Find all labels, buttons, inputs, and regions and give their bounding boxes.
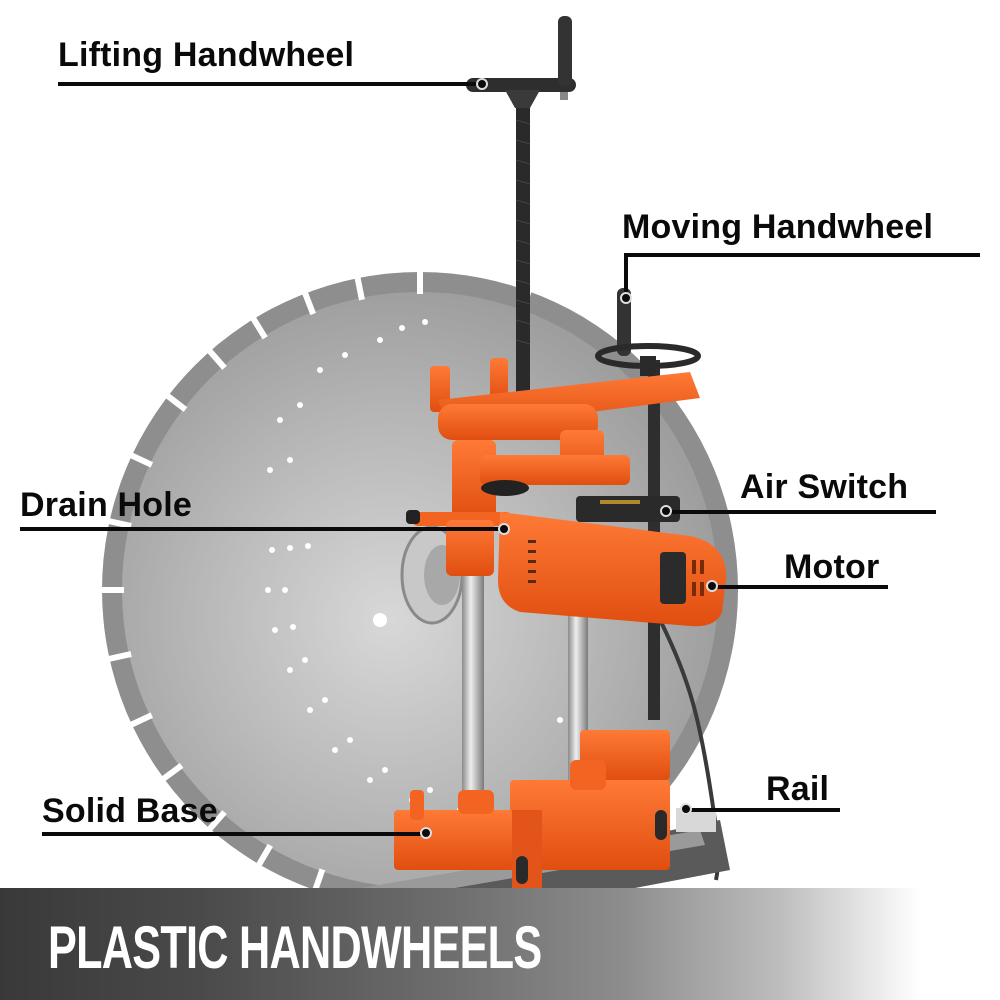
leader-line-lifting-handwheel (58, 82, 480, 86)
pointer-dot-rail (680, 803, 692, 815)
pointer-dot-air-switch (660, 505, 672, 517)
label-lifting-handwheel: Lifting Handwheel (58, 36, 355, 74)
pointer-dot-motor (706, 580, 718, 592)
label-solid-base: Solid Base (42, 792, 218, 830)
guide-pole-left (462, 560, 484, 810)
leader-line-drain-hole (20, 527, 504, 531)
label-drain-hole: Drain Hole (20, 486, 193, 524)
pointer-dot-drain-hole (498, 523, 510, 535)
pointer-dot-moving-handwheel (620, 292, 632, 304)
leader-line-moving-handwheel (624, 253, 980, 257)
leader-line-solid-base (42, 832, 430, 836)
leader-line-motor (712, 585, 888, 589)
motor-body (498, 512, 727, 627)
label-rail: Rail (766, 770, 830, 808)
label-air-switch: Air Switch (740, 468, 909, 506)
leader-drop-moving-handwheel (624, 253, 628, 297)
moving-handwheel (595, 288, 701, 376)
lifting-handwheel (466, 16, 576, 108)
leader-line-air-switch (664, 510, 936, 514)
label-motor: Motor (784, 548, 880, 586)
base-assembly (340, 730, 730, 940)
lifting-screw (516, 90, 530, 410)
carriage-frame (430, 358, 700, 520)
label-moving-handwheel: Moving Handwheel (622, 208, 934, 246)
pointer-dot-lifting-handwheel (476, 78, 488, 90)
feature-banner (0, 888, 1000, 1000)
leader-line-rail (684, 808, 840, 812)
banner-title: PLASTIC HANDWHEELS (48, 914, 542, 981)
pointer-dot-solid-base (420, 827, 432, 839)
